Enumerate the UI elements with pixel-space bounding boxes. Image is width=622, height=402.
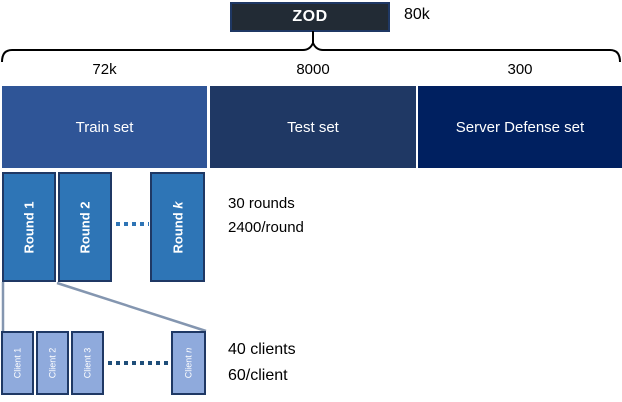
client-box-3: Client 3 xyxy=(71,331,104,395)
test-count-label: 8000 xyxy=(296,61,330,78)
train-set-label: Train set xyxy=(75,118,134,136)
split-box-test: Test set xyxy=(210,86,416,168)
round-box-k: Round k xyxy=(150,172,205,282)
round-k-label: Round k xyxy=(170,201,185,253)
round-to-clients-connectors xyxy=(1,281,207,333)
server-defense-set-label: Server Defense set xyxy=(455,118,585,136)
clients-note: 40 clients 60/client xyxy=(228,337,296,389)
round-1-label: Round 1 xyxy=(21,201,37,253)
split-box-server-defense: Server Defense set xyxy=(418,86,622,168)
split-box-train: Train set xyxy=(2,86,207,168)
brace-connector xyxy=(1,31,621,63)
rounds-note-line1: 30 rounds xyxy=(228,195,295,212)
zod-root-box: ZOD xyxy=(230,2,390,32)
client-1-label: Client 1 xyxy=(12,347,23,379)
rounds-note-line2: 2400/round xyxy=(228,219,304,236)
train-count-label: 72k xyxy=(92,61,117,78)
client-box-2: Client 2 xyxy=(36,331,69,395)
clients-note-line2: 60/client xyxy=(228,367,288,384)
defense-count-label: 300 xyxy=(507,61,533,78)
total-count-label: 80k xyxy=(404,6,430,23)
clients-note-line1: 40 clients xyxy=(228,341,296,358)
client-box-1: Client 1 xyxy=(1,331,34,395)
rounds-ellipsis-dots xyxy=(116,222,149,226)
client-box-n: Client n xyxy=(171,331,206,395)
test-set-label: Test set xyxy=(287,118,339,136)
rounds-note: 30 rounds 2400/round xyxy=(228,192,304,240)
client-n-label: Client n xyxy=(183,347,194,379)
client-2-label: Client 2 xyxy=(47,347,58,379)
zod-label: ZOD xyxy=(292,8,328,25)
round-2-label: Round 2 xyxy=(77,201,93,253)
round-box-2: Round 2 xyxy=(58,172,112,282)
client-3-label: Client 3 xyxy=(82,347,93,379)
clients-ellipsis-dots xyxy=(108,361,169,365)
round-box-1: Round 1 xyxy=(2,172,56,282)
